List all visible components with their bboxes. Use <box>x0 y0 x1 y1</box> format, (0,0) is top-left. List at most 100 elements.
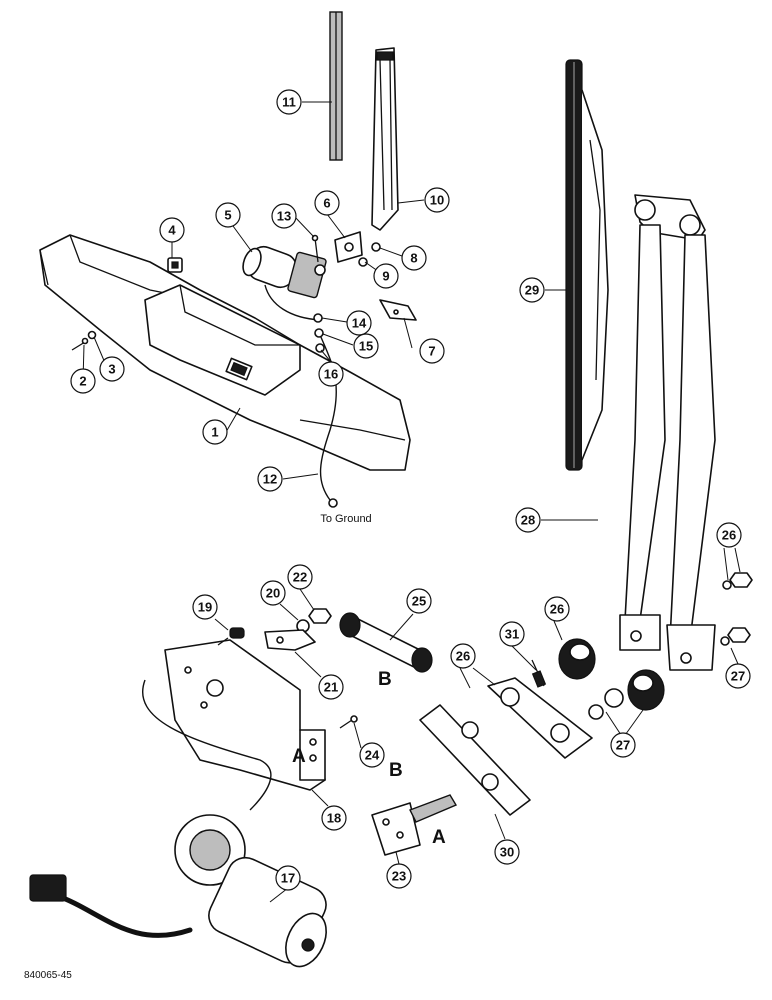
pivot-plate-part-26 <box>487 677 593 759</box>
callout-14: 14 <box>346 310 372 336</box>
svg-text:19: 19 <box>198 600 212 615</box>
mounting-bracket-part-18 <box>164 639 326 791</box>
callout-22: 22 <box>287 564 313 590</box>
svg-text:10: 10 <box>430 193 444 208</box>
callout-18: 18 <box>321 805 347 831</box>
gasket-part-7 <box>379 299 417 321</box>
callout-27-lower: 27 <box>610 732 636 758</box>
screw-part-19 <box>217 627 245 646</box>
figure-reference: 840065-45 <box>24 970 72 981</box>
svg-text:16: 16 <box>324 367 338 382</box>
callout-24: 24 <box>359 742 385 768</box>
callout-29: 29 <box>519 277 545 303</box>
gasket-part-30 <box>419 704 531 816</box>
screw-part-2 <box>71 337 89 351</box>
screw-part-24 <box>339 715 358 729</box>
callout-11: 11 <box>276 89 302 115</box>
callout-17: 17 <box>275 865 301 891</box>
ground-wire-part-12 <box>317 329 338 508</box>
svg-text:7: 7 <box>428 344 435 359</box>
svg-text:2: 2 <box>79 374 86 389</box>
callout-6: 6 <box>314 190 340 216</box>
callout-5: 5 <box>215 202 241 228</box>
pivot-cap-part-27 <box>588 669 665 720</box>
svg-text:25: 25 <box>412 594 426 609</box>
callout-3: 3 <box>99 356 125 382</box>
callout-16: 16 <box>318 361 344 387</box>
svg-text:18: 18 <box>327 811 341 826</box>
svg-text:27: 27 <box>731 669 745 684</box>
clip-part-4 <box>167 257 183 273</box>
callout-8: 8 <box>401 245 427 271</box>
svg-text:26: 26 <box>456 649 470 664</box>
callout-26-upper: 26 <box>716 522 742 548</box>
svg-text:26: 26 <box>722 528 736 543</box>
pivot-cap-part-26 <box>558 638 596 680</box>
callout-26-lower: 26 <box>450 643 476 669</box>
callout-1: 1 <box>202 419 228 445</box>
nut-part-22 <box>308 608 332 624</box>
ground-caption: To Ground <box>320 513 371 525</box>
svg-text:22: 22 <box>293 570 307 585</box>
svg-text:11: 11 <box>282 95 296 110</box>
svg-text:1: 1 <box>211 425 218 440</box>
nut-part-26-upper <box>722 572 753 590</box>
svg-text:30: 30 <box>500 845 514 860</box>
nut-part-8 <box>371 242 381 252</box>
rear-wiper-blade-part-11 <box>329 11 343 161</box>
svg-text:24: 24 <box>365 748 380 763</box>
svg-text:28: 28 <box>521 513 535 528</box>
callout-9: 9 <box>373 263 399 289</box>
callout-19: 19 <box>192 594 218 620</box>
callout-7: 7 <box>419 338 445 364</box>
svg-text:5: 5 <box>224 208 231 223</box>
svg-text:6: 6 <box>323 196 330 211</box>
bolt-part-31 <box>531 659 547 688</box>
callout-12: 12 <box>257 466 283 492</box>
cover-panel-part-1 <box>39 234 411 471</box>
washer-part-9 <box>358 257 368 267</box>
callout-4: 4 <box>159 217 185 243</box>
svg-text:9: 9 <box>382 269 389 284</box>
marker-a-pivot: A <box>432 827 446 848</box>
callout-2: 2 <box>70 368 96 394</box>
svg-text:12: 12 <box>263 472 277 487</box>
washer-part-15 <box>314 328 324 338</box>
front-wiper-blade-part-29 <box>565 59 609 471</box>
svg-text:29: 29 <box>525 283 539 298</box>
callout-31: 31 <box>499 621 525 647</box>
marker-a-bracket: A <box>292 746 306 767</box>
callout-15: 15 <box>353 333 379 359</box>
callout-30: 30 <box>494 839 520 865</box>
svg-text:20: 20 <box>266 586 280 601</box>
svg-text:15: 15 <box>359 339 373 354</box>
svg-text:23: 23 <box>392 869 406 884</box>
nut-part-16 <box>315 343 325 353</box>
bracket-part-6 <box>334 231 363 263</box>
callout-20: 20 <box>260 580 286 606</box>
svg-text:13: 13 <box>277 209 291 224</box>
wiper-motor-part-5 <box>242 245 327 321</box>
svg-text:27: 27 <box>616 738 630 753</box>
link-part-25 <box>339 612 433 673</box>
callout-13: 13 <box>271 203 297 229</box>
front-wiper-arm-part-28 <box>619 194 716 671</box>
callout-28: 28 <box>515 507 541 533</box>
callout-21: 21 <box>318 674 344 700</box>
callout-26-middle: 26 <box>544 596 570 622</box>
leader-lines <box>82 101 741 903</box>
callout-10: 10 <box>424 187 450 213</box>
svg-text:4: 4 <box>168 223 176 238</box>
washer-part-3 <box>87 330 97 340</box>
svg-text:21: 21 <box>324 680 338 695</box>
callout-25: 25 <box>406 588 432 614</box>
rear-wiper-arm-part-10 <box>371 47 399 231</box>
svg-text:14: 14 <box>352 316 367 331</box>
svg-text:26: 26 <box>550 602 564 617</box>
marker-b-link: B <box>378 669 392 690</box>
svg-text:8: 8 <box>410 251 417 266</box>
callout-27-right: 27 <box>725 663 751 689</box>
svg-text:31: 31 <box>505 627 519 642</box>
nut-part-27-upper <box>720 627 751 646</box>
